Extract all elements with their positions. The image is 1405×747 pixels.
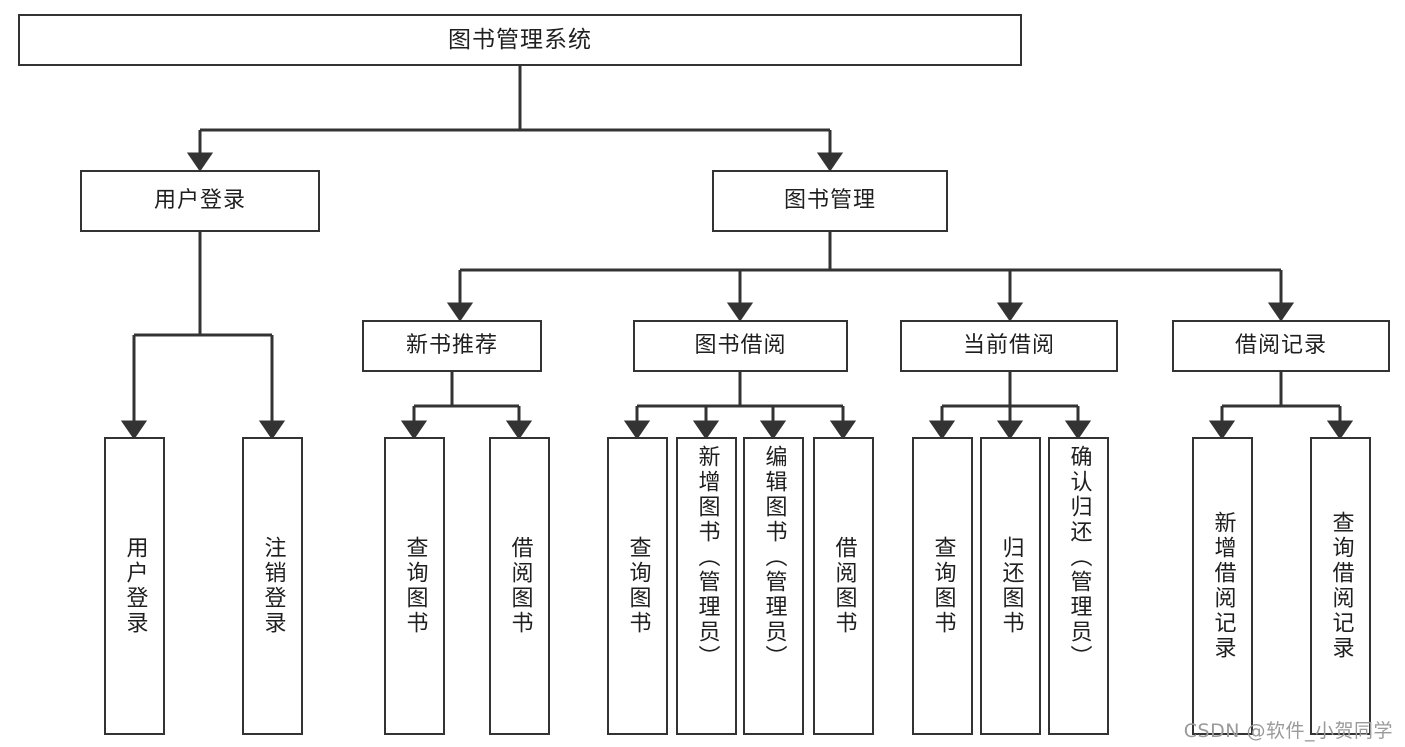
csdn-watermark: CSDN @软件_小贺同学 [1183, 720, 1393, 742]
node-leaf-return-book-label: 归还图书 [998, 536, 1024, 636]
node-leaf-logout-label: 注销登录 [260, 536, 286, 636]
node-leaf-user-login[interactable]: 用户登录 [104, 437, 165, 735]
node-leaf-query-book-borrow[interactable]: 查询图书 [607, 437, 668, 735]
node-book-manage[interactable]: 图书管理 [712, 170, 948, 232]
node-current-borrow[interactable]: 当前借阅 [900, 320, 1118, 372]
node-leaf-confirm-return-admin-label: 确认归还（管理员） [1066, 445, 1092, 670]
node-book-manage-label: 图书管理 [783, 188, 876, 214]
node-leaf-add-borrow-record[interactable]: 新增借阅记录 [1192, 437, 1253, 735]
node-root-label: 图书管理系统 [448, 26, 592, 53]
node-leaf-query-book-current-label: 查询图书 [930, 536, 956, 636]
node-leaf-add-book-admin[interactable]: 新增图书（管理员） [676, 437, 737, 735]
node-leaf-return-book[interactable]: 归还图书 [980, 437, 1041, 735]
node-book-borrow[interactable]: 图书借阅 [633, 320, 848, 372]
node-current-borrow-label: 当前借阅 [962, 333, 1055, 359]
node-borrow-record[interactable]: 借阅记录 [1172, 320, 1390, 372]
node-leaf-confirm-return-admin[interactable]: 确认归还（管理员） [1048, 437, 1109, 735]
node-user-login[interactable]: 用户登录 [80, 170, 320, 232]
node-leaf-query-book-borrow-label: 查询图书 [625, 536, 651, 636]
node-leaf-query-borrow-record[interactable]: 查询借阅记录 [1310, 437, 1371, 735]
node-leaf-add-book-admin-label: 新增图书（管理员） [694, 445, 720, 670]
node-leaf-edit-book-admin[interactable]: 编辑图书（管理员） [743, 437, 804, 735]
node-leaf-query-book-rec-label: 查询图书 [402, 536, 428, 636]
node-user-login-label: 用户登录 [153, 188, 246, 214]
node-borrow-record-label: 借阅记录 [1234, 333, 1327, 359]
node-leaf-logout[interactable]: 注销登录 [242, 437, 303, 735]
node-new-book-rec[interactable]: 新书推荐 [362, 320, 542, 372]
node-leaf-user-login-label: 用户登录 [122, 536, 148, 636]
node-leaf-borrow-book-rec[interactable]: 借阅图书 [489, 437, 550, 735]
node-book-borrow-label: 图书借阅 [694, 333, 787, 359]
node-leaf-borrow-book[interactable]: 借阅图书 [813, 437, 874, 735]
node-leaf-query-book-rec[interactable]: 查询图书 [384, 437, 445, 735]
node-leaf-borrow-book-rec-label: 借阅图书 [507, 536, 533, 636]
node-root[interactable]: 图书管理系统 [18, 14, 1022, 66]
node-new-book-rec-label: 新书推荐 [405, 333, 498, 359]
node-leaf-borrow-book-label: 借阅图书 [831, 536, 857, 636]
node-leaf-query-book-current[interactable]: 查询图书 [912, 437, 973, 735]
node-leaf-add-borrow-record-label: 新增借阅记录 [1210, 511, 1236, 661]
node-leaf-edit-book-admin-label: 编辑图书（管理员） [761, 445, 787, 670]
node-leaf-query-borrow-record-label: 查询借阅记录 [1328, 511, 1354, 661]
